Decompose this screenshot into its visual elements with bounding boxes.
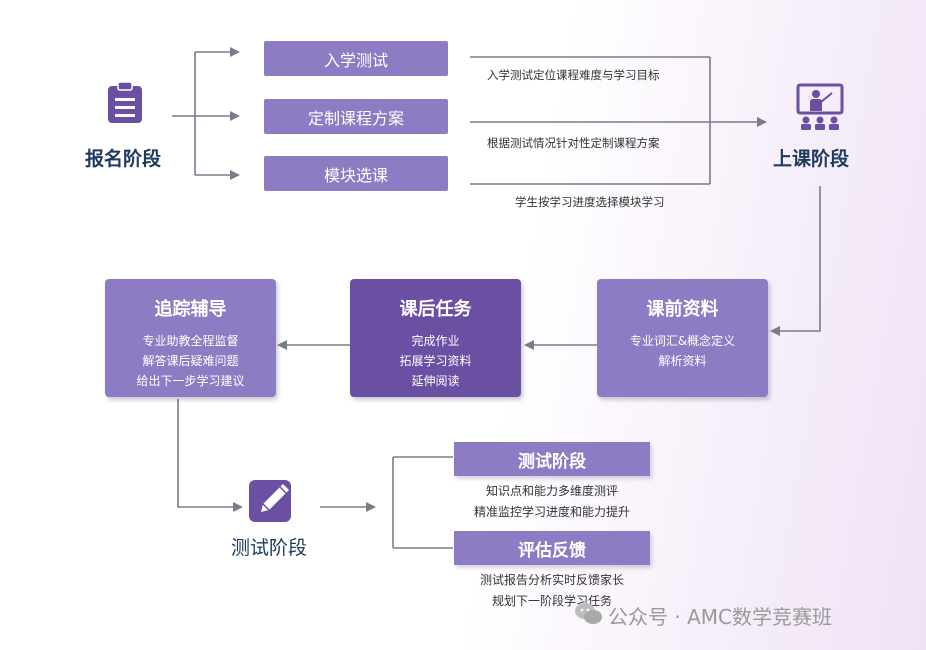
option-entrance-test: 入学测试 xyxy=(264,41,448,76)
tracking-title: 追踪辅导 xyxy=(154,299,227,320)
homework-line: 完成作业 xyxy=(411,334,460,348)
classroom-presentation-icon xyxy=(796,83,844,131)
homework-card: 课后任务 完成作业 拓展学习资料 延伸阅读 xyxy=(350,279,521,397)
eval-line: 知识点和能力多维度测评 xyxy=(485,484,618,498)
option-module-select: 模块选课 xyxy=(264,156,448,191)
edit-pencil-icon xyxy=(249,476,297,522)
preclass-title: 课前资料 xyxy=(646,299,719,320)
note-custom-plan: 根据测试情况针对性定制课程方案 xyxy=(487,136,660,150)
tracking-line: 专业助教全程监督 xyxy=(142,334,239,348)
eval-line: 精准监控学习进度和能力提升 xyxy=(473,505,630,519)
enroll-stage-label: 报名阶段 xyxy=(85,148,162,170)
homework-line: 拓展学习资料 xyxy=(399,354,472,368)
tracking-line: 解答课后疑难问题 xyxy=(142,354,239,368)
preclass-card: 课前资料 专业词汇&概念定义 解析资料 xyxy=(597,279,768,397)
homework-title: 课后任务 xyxy=(399,299,472,320)
eval-box: 测试阶段 xyxy=(454,442,650,476)
tracking-card: 追踪辅导 专业助教全程监督 解答课后疑难问题 给出下一步学习建议 xyxy=(105,279,276,397)
test-stage-label: 测试阶段 xyxy=(231,537,308,559)
tracking-line: 给出下一步学习建议 xyxy=(136,374,245,388)
wechat-icon xyxy=(574,601,604,627)
class-stage-label: 上课阶段 xyxy=(773,148,850,170)
preclass-line: 解析资料 xyxy=(658,354,707,368)
preclass-line: 专业词汇&概念定义 xyxy=(629,334,736,348)
eval-lines: 知识点和能力多维度测评 精准监控学习进度和能力提升 xyxy=(454,481,650,523)
watermark-text: 公众号 · AMC数学竞赛班 xyxy=(608,605,832,629)
note-entrance-test: 入学测试定位课程难度与学习目标 xyxy=(487,68,660,82)
note-module-select: 学生按学习进度选择模块学习 xyxy=(515,195,665,209)
homework-line: 延伸阅读 xyxy=(411,374,460,388)
feedback-box: 评估反馈 xyxy=(454,531,650,565)
clipboard-icon xyxy=(107,81,143,124)
option-custom-plan: 定制课程方案 xyxy=(264,99,448,134)
feedback-line: 测试报告分析实时反馈家长 xyxy=(479,573,624,587)
